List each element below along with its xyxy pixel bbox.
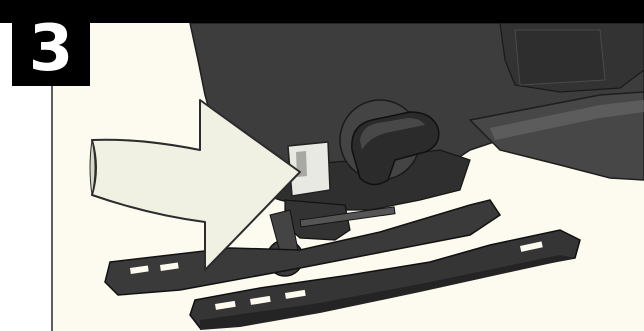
tool-label-recess: [515, 30, 605, 85]
step-number: 3: [12, 10, 90, 86]
top-bar: [0, 0, 644, 23]
